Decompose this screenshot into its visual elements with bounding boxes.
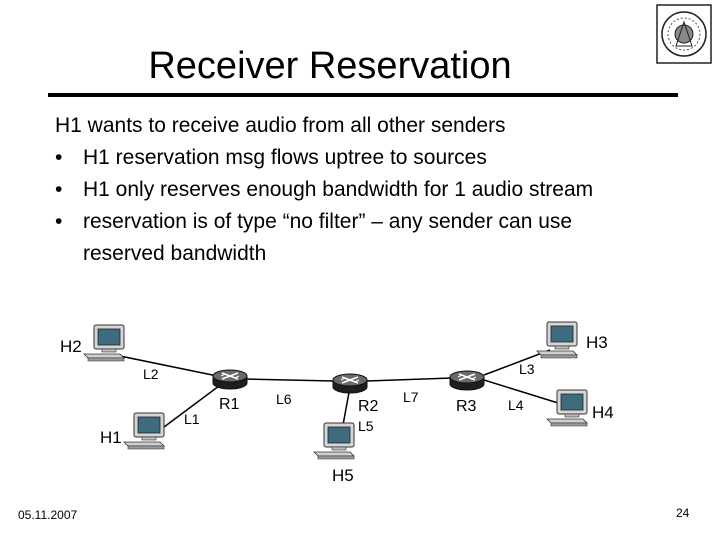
host-h4-icon (546, 389, 588, 427)
link-label-l6: L6 (276, 391, 292, 407)
institute-logo (656, 4, 712, 64)
bullet-item-3: • reservation is of type “no filter” – a… (55, 206, 695, 238)
host-h2-icon (83, 324, 125, 362)
slide-body: H1 wants to receive audio from all other… (55, 110, 695, 270)
host-h5-icon (313, 422, 355, 460)
router-label-r3: R3 (456, 398, 477, 415)
bullet-text: reservation is of type “no filter” – any… (83, 210, 573, 233)
bullet-item-1: • H1 reservation msg flows uptree to sou… (55, 142, 695, 174)
bullet-continuation: reserved bandwidth (83, 242, 267, 265)
host-label-h1: H1 (100, 428, 122, 447)
link-label-l5: L5 (358, 418, 374, 434)
slide-title: Receiver Reservation (148, 45, 512, 87)
router-r3-icon (449, 370, 485, 391)
link-l7 (365, 377, 453, 382)
host-label-h4: H4 (592, 403, 614, 422)
title-underline (48, 93, 678, 97)
page-number: 24 (676, 506, 690, 520)
host-label-h3: H3 (586, 333, 608, 352)
link-label-l7: L7 (403, 389, 419, 405)
router-r1-icon (212, 369, 248, 390)
bullet-text: H1 reservation msg flows uptree to sourc… (83, 146, 487, 169)
router-label-r1: R1 (219, 396, 240, 413)
link-label-l2: L2 (143, 366, 159, 382)
footer-date: 05.11.2007 (18, 508, 78, 522)
link-l6 (244, 378, 334, 382)
link-l3 (483, 349, 551, 376)
link-label-l4: L4 (508, 397, 524, 413)
host-label-h5: H5 (332, 466, 354, 485)
bullet-symbol: • (55, 178, 63, 201)
host-h3-icon (536, 321, 578, 359)
bullet-item-2: • H1 only reserves enough bandwidth for … (55, 174, 695, 206)
router-label-r2: R2 (358, 398, 379, 415)
bullet-symbol: • (55, 210, 63, 233)
link-label-l1: L1 (184, 411, 200, 427)
link-l2 (119, 355, 228, 379)
bullet-text: H1 only reserves enough bandwidth for 1 … (83, 178, 594, 201)
host-h1-icon (123, 412, 165, 450)
router-r2-icon (332, 373, 368, 394)
link-l1 (159, 379, 228, 431)
link-l4 (483, 379, 559, 404)
link-label-l3: L3 (519, 361, 535, 377)
host-label-h2: H2 (60, 337, 82, 356)
intro-line: H1 wants to receive audio from all other… (55, 114, 506, 137)
bullet-symbol: • (55, 146, 63, 169)
